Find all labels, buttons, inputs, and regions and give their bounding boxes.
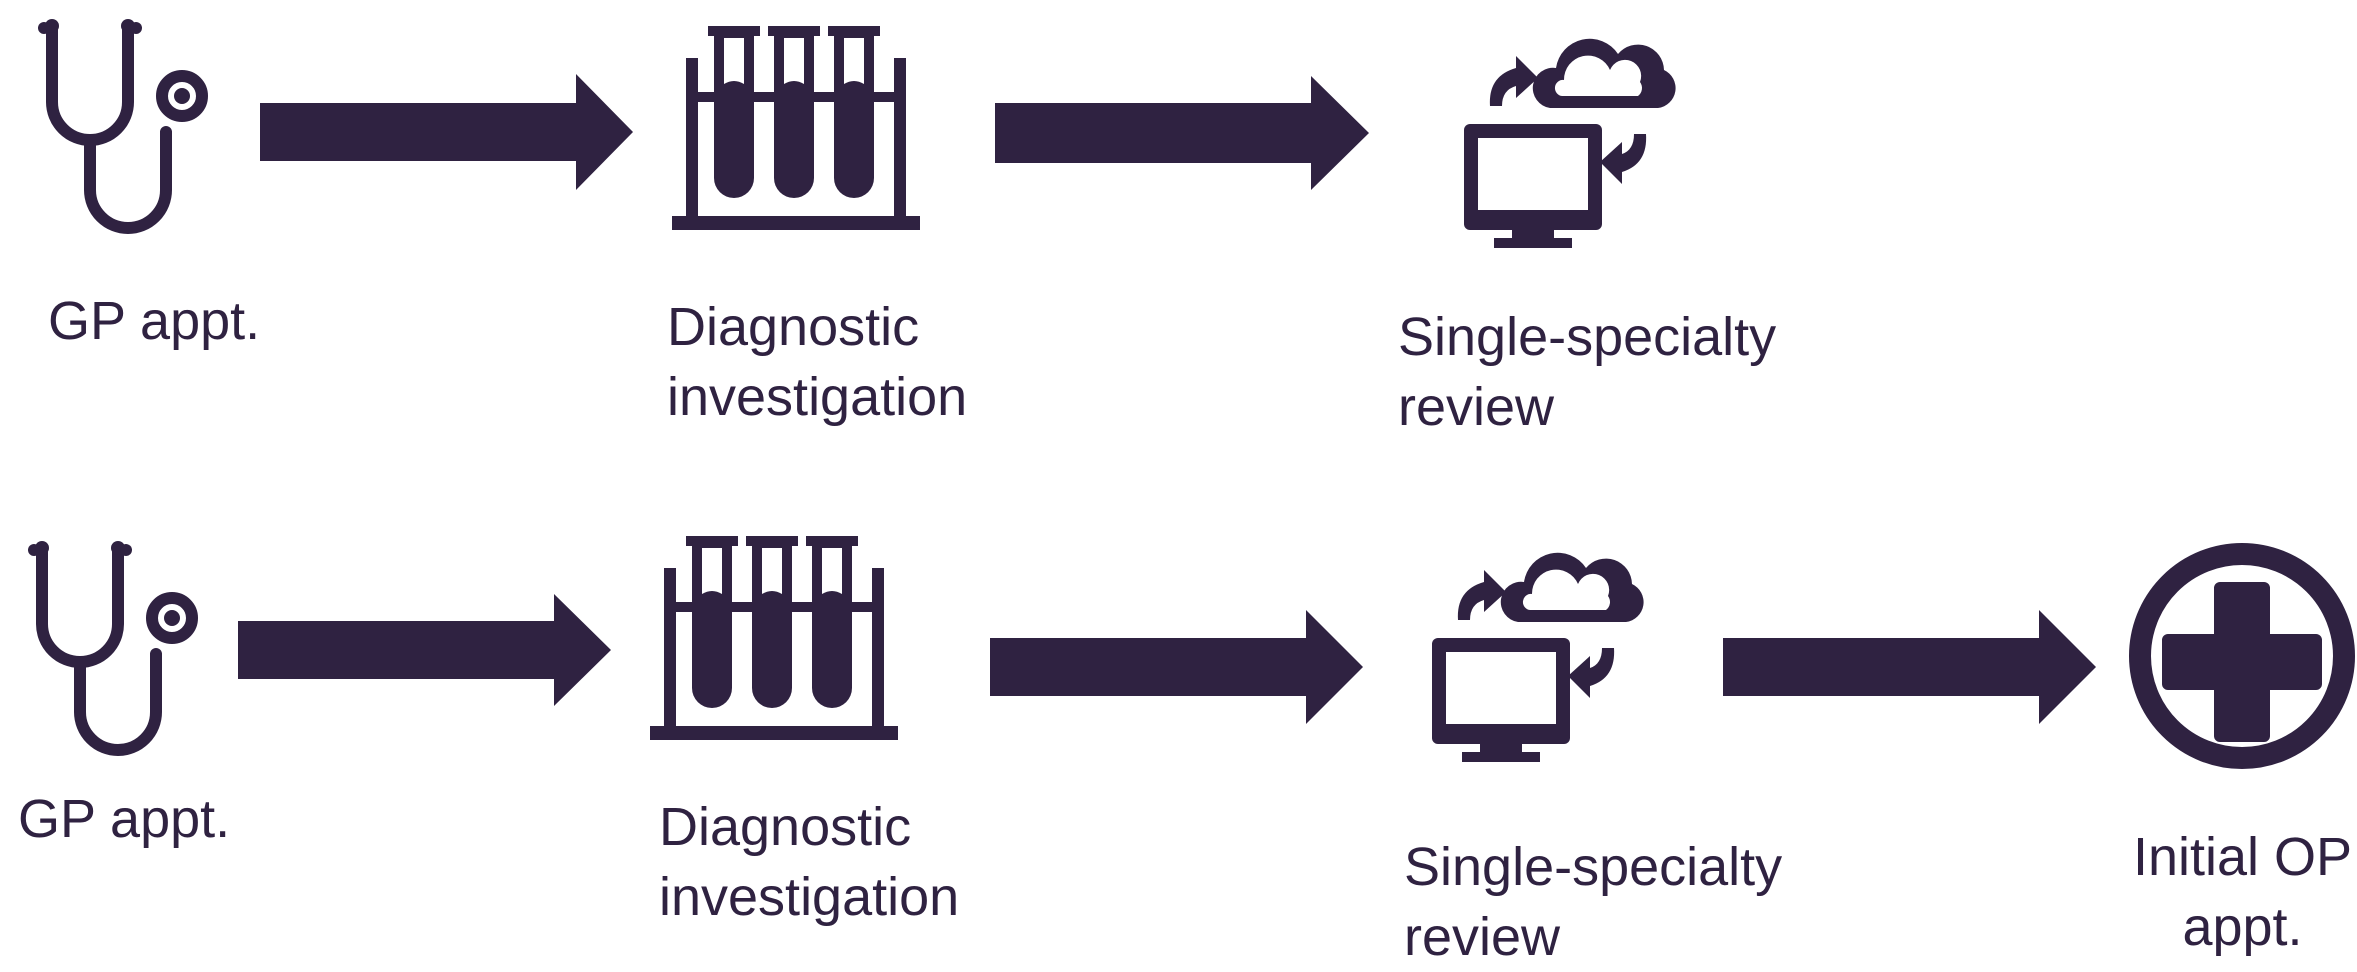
- step-label: GP appt.: [18, 784, 230, 854]
- step-label: Diagnostic investigation: [667, 292, 967, 432]
- step-label-line: review: [1404, 907, 1561, 967]
- step-label: Diagnostic investigation: [659, 792, 959, 932]
- test-tubes-icon: [672, 26, 920, 234]
- step-label-line: Diagnostic: [667, 297, 920, 357]
- flow-arrow: [990, 610, 1363, 724]
- step-label: GP appt.: [48, 286, 260, 356]
- step-label-line: review: [1398, 377, 1555, 437]
- step-label-line: GP appt.: [48, 291, 261, 351]
- medical-cross-icon: [2126, 540, 2357, 772]
- step-label-line: appt.: [2182, 897, 2303, 957]
- step-label-line: Single-specialty: [1398, 307, 1777, 367]
- step-label-line: investigation: [667, 367, 968, 427]
- step-label: Initial OP appt.: [2128, 822, 2357, 962]
- step-label: Single-specialty review: [1398, 302, 1776, 442]
- stethoscope-icon: [20, 532, 205, 762]
- step-label-line: Single-specialty: [1404, 837, 1783, 897]
- test-tubes-icon: [650, 536, 898, 744]
- flow-arrow: [260, 74, 633, 190]
- flow-arrow: [1723, 610, 2096, 724]
- flow-arrow: [995, 76, 1369, 190]
- step-label: Single-specialty review: [1404, 832, 1782, 972]
- computer-cloud-sync-icon: [1458, 16, 1690, 248]
- step-label-line: GP appt.: [18, 789, 231, 849]
- step-label-line: investigation: [659, 867, 960, 927]
- flow-arrow: [238, 594, 611, 706]
- step-label-line: Diagnostic: [659, 797, 912, 857]
- computer-cloud-sync-icon: [1426, 530, 1658, 762]
- step-label-line: Initial OP: [2132, 827, 2353, 887]
- stethoscope-icon: [30, 10, 215, 240]
